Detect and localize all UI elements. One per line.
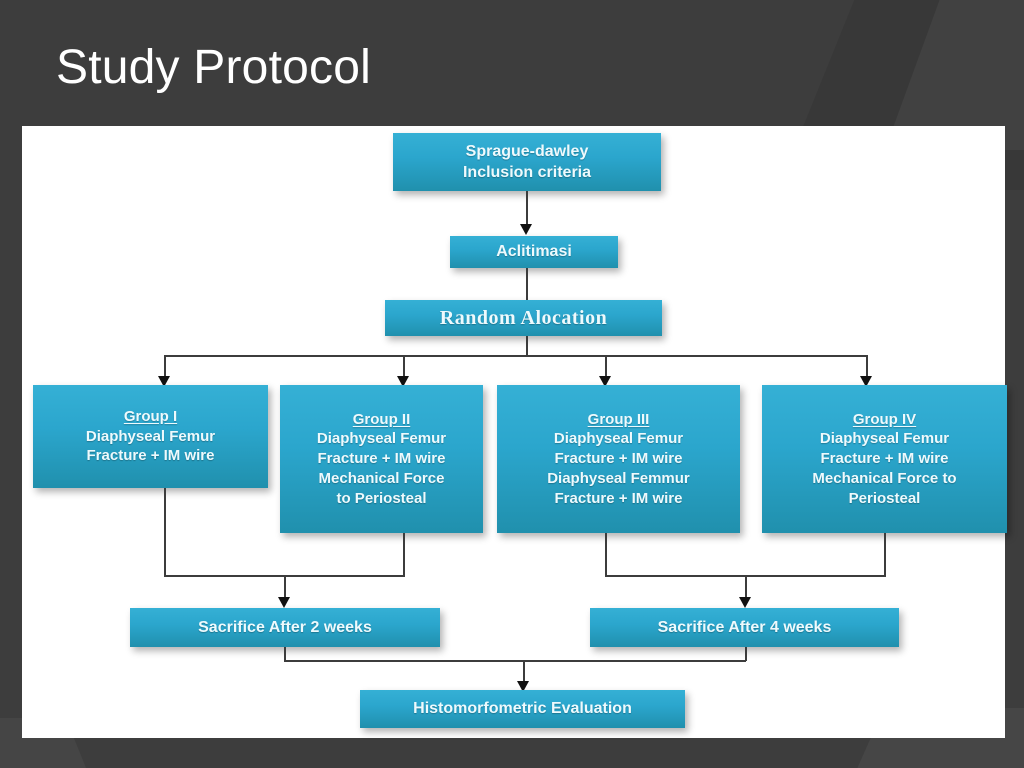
node-group-2-line-2: Fracture + IM wire [317, 450, 446, 468]
node-group-2[interactable]: Group II Diaphyseal Femur Fracture + IM … [280, 385, 483, 533]
connector-merge-4-weeks-stem [745, 575, 747, 602]
arrowhead-group-2 [397, 376, 409, 387]
connector-inclusion-to-acclimatization [526, 191, 528, 228]
connector-bus-to-group-1 [164, 355, 166, 382]
node-group-3-line-3: Diaphyseal Femmur [547, 469, 690, 487]
connector-merge-2-weeks-stem [284, 575, 286, 602]
connector-group-1-down [164, 488, 166, 576]
node-group-4-line-4: Periosteal [848, 489, 921, 507]
connector-bus-to-group-4 [866, 355, 868, 382]
node-evaluation[interactable]: Histomorfometric Evaluation [360, 690, 685, 728]
node-group-3-line-2: Fracture + IM wire [554, 450, 683, 468]
node-group-2-title: Group II [352, 410, 411, 428]
page-title: Study Protocol [56, 41, 371, 94]
connector-sacrifice-2-weeks-down [284, 647, 286, 661]
node-group-1-line-2: Fracture + IM wire [86, 447, 215, 465]
node-group-3-title: Group III [587, 410, 650, 428]
node-group-1-title: Group I [123, 407, 178, 425]
connector-bus-to-group-2 [403, 355, 405, 382]
node-sacrifice-2-weeks-label: Sacrifice After 2 weeks [198, 618, 372, 636]
node-randomization[interactable]: Random Alocation [385, 300, 662, 336]
node-inclusion-line1: Sprague-dawley [465, 142, 589, 160]
arrowhead-inclusion-to-acclimatization [520, 224, 532, 235]
node-group-2-line-3: Mechanical Force [318, 469, 445, 487]
node-randomization-label: Random Alocation [439, 306, 608, 329]
connector-bus-to-group-3 [605, 355, 607, 382]
node-group-4-line-3: Mechanical Force to [812, 469, 957, 487]
node-inclusion-criteria[interactable]: Sprague-dawley Inclusion criteria [393, 133, 661, 191]
arrowhead-group-3 [599, 376, 611, 387]
connector-group-3-down [605, 533, 607, 576]
connector-group-4-down [884, 533, 886, 576]
node-sacrifice-2-weeks[interactable]: Sacrifice After 2 weeks [130, 608, 440, 647]
node-group-3-line-1: Diaphyseal Femur [553, 430, 684, 448]
node-group-2-line-4: to Periosteal [336, 489, 427, 507]
connector-acclimatization-to-randomization [526, 268, 528, 306]
node-group-1[interactable]: Group I Diaphyseal Femur Fracture + IM w… [33, 385, 268, 488]
node-group-3[interactable]: Group III Diaphyseal Femur Fracture + IM… [497, 385, 740, 533]
node-group-4-line-2: Fracture + IM wire [820, 450, 949, 468]
node-sacrifice-4-weeks-label: Sacrifice After 4 weeks [657, 618, 832, 636]
node-group-2-line-1: Diaphyseal Femur [316, 430, 447, 448]
arrowhead-sacrifice-4-weeks [739, 597, 751, 608]
node-group-1-line-1: Diaphyseal Femur [85, 427, 216, 445]
connector-merge-evaluation [284, 660, 746, 662]
connector-group-bus [164, 355, 867, 357]
node-evaluation-label: Histomorfometric Evaluation [413, 700, 632, 718]
node-group-4-line-1: Diaphyseal Femur [819, 430, 950, 448]
arrowhead-group-1 [158, 376, 170, 387]
connector-sacrifice-4-weeks-down [745, 647, 747, 661]
arrowhead-evaluation [517, 681, 529, 692]
node-group-4[interactable]: Group IV Diaphyseal Femur Fracture + IM … [762, 385, 1007, 533]
connector-randomization-stem [526, 336, 528, 356]
node-group-4-title: Group IV [852, 410, 917, 428]
arrowhead-sacrifice-2-weeks [278, 597, 290, 608]
node-group-3-line-4: Fracture + IM wire [554, 489, 683, 507]
arrowhead-group-4 [860, 376, 872, 387]
connector-merge-evaluation-stem [523, 660, 525, 686]
node-sacrifice-4-weeks[interactable]: Sacrifice After 4 weeks [590, 608, 899, 647]
flowchart-canvas: Sprague-dawley Inclusion criteria Acliti… [22, 126, 1007, 738]
node-acclimatization[interactable]: Aclitimasi [450, 236, 618, 268]
connector-group-2-down [403, 533, 405, 576]
node-inclusion-line2: Inclusion criteria [462, 164, 592, 181]
node-acclimatization-label: Aclitimasi [496, 243, 572, 261]
